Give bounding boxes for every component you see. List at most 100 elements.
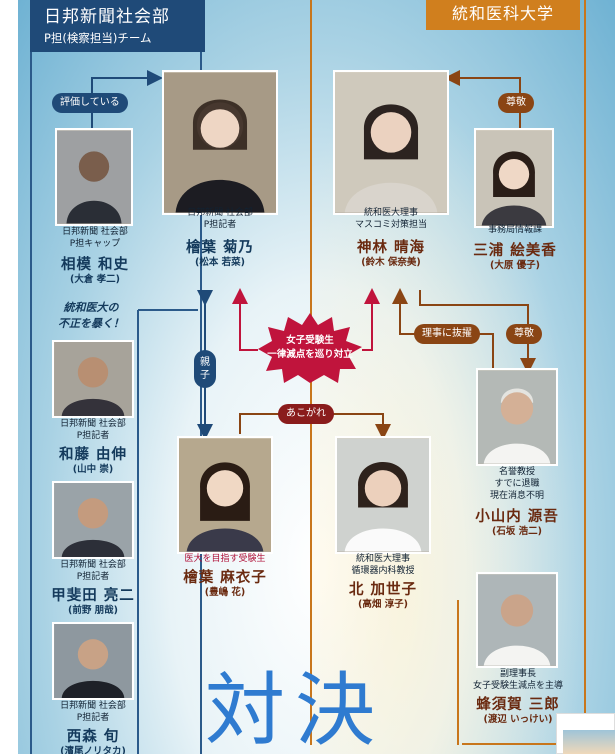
photo-mitsuura [474, 128, 554, 228]
portrait-icon [57, 130, 131, 224]
role: 女子受験生減点を主導 [472, 681, 563, 691]
conflict-line2: 一律減点を巡り対立 [267, 349, 353, 360]
actor: (濱尾ノリタカ) [60, 746, 126, 754]
actor: (山中 崇) [72, 464, 114, 475]
photo-nishimori [52, 622, 134, 700]
portrait-icon [54, 342, 132, 416]
big-title: 対決 [205, 664, 385, 754]
label-sonkei1: 尊敬 [498, 93, 534, 113]
caption-kita: 統和医大理事 循環器内科教授 北 加世子 (高畑 淳子) [327, 553, 439, 611]
name: 相模 和史 [60, 257, 130, 273]
role: 名誉教授 [498, 467, 535, 477]
name: 西森 旬 [66, 729, 120, 745]
photo-maiko [177, 436, 273, 554]
label-akogare: あこがれ [278, 404, 334, 424]
portrait-icon [476, 130, 552, 226]
name: 甲斐田 亮二 [51, 588, 135, 604]
role: P担キャップ [69, 239, 121, 249]
portrait-icon [179, 438, 271, 552]
label-bakutetsu: 理事に抜擢 [414, 324, 480, 344]
role: 日邦新聞 社会部 [187, 208, 253, 218]
role: P担記者 [76, 713, 110, 723]
line-conflict-right [362, 288, 380, 351]
role: すでに退職 [494, 479, 540, 489]
caption-kanbayashi: 統和医大理事 マスコミ対策担当 神林 晴海 (鈴木 保奈美) [330, 207, 452, 269]
role: 統和医大理事 [363, 208, 418, 218]
portrait-icon [54, 483, 132, 557]
portrait-icon [335, 72, 447, 213]
portrait-icon [164, 72, 276, 213]
role: マスコミ対策担当 [354, 220, 427, 230]
thumbnail-image [563, 730, 615, 754]
caption-sagami: 日邦新聞 社会部 P担キャップ 相模 和史 (大倉 孝二) [50, 226, 140, 286]
portrait-icon [478, 574, 556, 666]
name: 神林 晴海 [356, 240, 426, 256]
role: 日邦新聞 社会部 [62, 227, 128, 237]
name: 北 加世子 [348, 582, 418, 598]
name: 三浦 絵美香 [473, 243, 557, 259]
conflict-label: 女子受験生 一律減点を巡り対立 [258, 334, 362, 362]
newspaper-team-header: 日邦新聞社会部 P担(検察担当)チーム [30, 0, 205, 52]
role: P担記者 [76, 431, 110, 441]
caption-kino: 日邦新聞 社会部 P担記者 檜葉 菊乃 (松本 若菜) [160, 207, 280, 269]
actor: (鈴木 保奈美) [361, 257, 421, 268]
role: P担記者 [76, 572, 110, 582]
role: 事務局情報課 [487, 225, 542, 235]
newspaper-team-title: 日邦新聞社会部 [44, 7, 170, 27]
caption-sugaga: 副理事長 女子受験生減点を主導 蜂須賀 三郎 (渡辺 いっけい) [462, 668, 574, 726]
role: 統和医大理事 [355, 554, 410, 564]
role: 循環器内科教授 [351, 566, 415, 576]
conflict-line1: 女子受験生 [286, 335, 334, 346]
actor: (大原 優子) [490, 260, 540, 271]
conflict-burst-shape [258, 313, 362, 383]
role: 副理事長 [499, 669, 536, 679]
name: 檜葉 麻衣子 [183, 570, 267, 586]
label-sonkei2: 尊敬 [506, 324, 542, 344]
role: P担記者 [203, 220, 237, 230]
university-header: 統和医科大学 [426, 0, 580, 30]
photo-kino [162, 70, 278, 215]
slogan: 統和医大の 不正を暴く！ [45, 300, 137, 332]
actor: (前野 朋哉) [68, 605, 118, 616]
newspaper-team-subtitle: P担(検察担当)チーム [44, 31, 152, 45]
portrait-icon [478, 370, 556, 464]
photo-koshida [52, 481, 134, 559]
caption-maiko: 医大を目指す受験生 檜葉 麻衣子 (豊嶋 花) [170, 553, 280, 599]
actor: (石坂 浩二) [492, 526, 542, 537]
photo-kanbayashi [333, 70, 449, 215]
caption-nishimori: 日邦新聞 社会部 P担記者 西森 旬 (濱尾ノリタカ) [47, 700, 139, 754]
caption-mitsuura: 事務局情報課 三浦 絵美香 (大原 優子) [470, 224, 560, 272]
portrait-icon [337, 438, 429, 552]
name: 檜葉 菊乃 [185, 240, 255, 256]
photo-wato [52, 340, 134, 418]
actor: (大倉 孝二) [70, 274, 120, 285]
role: 日邦新聞 社会部 [60, 560, 126, 570]
line-conflict-left [232, 288, 258, 351]
slogan-line2: 不正を暴く！ [58, 317, 124, 330]
photo-sagami [55, 128, 133, 226]
photo-koyamauchi [476, 368, 558, 466]
role: 医大を目指す受験生 [184, 554, 266, 564]
caption-koshida: 日邦新聞 社会部 P担記者 甲斐田 亮二 (前野 朋哉) [47, 559, 139, 617]
caption-wato: 日邦新聞 社会部 P担記者 和藤 由伸 (山中 崇) [47, 418, 139, 476]
slogan-line1: 統和医大の [63, 301, 119, 314]
caption-koyamauchi: 名誉教授 すでに退職 現在消息不明 小山内 源吾 (石坂 浩二) [470, 466, 564, 538]
role: 現在消息不明 [489, 491, 544, 501]
label-hyouka: 評価している [52, 93, 128, 113]
actor: (渡辺 いっけい) [483, 714, 553, 725]
photo-kita [335, 436, 431, 554]
corner-thumbnail[interactable] [556, 713, 615, 754]
role: 日邦新聞 社会部 [60, 419, 126, 429]
label-oya-text: 親子 [200, 357, 210, 381]
portrait-icon [54, 624, 132, 698]
role: 日邦新聞 社会部 [60, 701, 126, 711]
name: 蜂須賀 三郎 [476, 697, 560, 713]
name: 小山内 源吾 [475, 509, 559, 525]
actor: (豊嶋 花) [204, 587, 246, 598]
photo-sugaga [476, 572, 558, 668]
actor: (高畑 淳子) [358, 599, 408, 610]
name: 和藤 由伸 [58, 447, 128, 463]
actor: (松本 若菜) [195, 257, 245, 268]
label-oya: 親子 [194, 350, 216, 388]
